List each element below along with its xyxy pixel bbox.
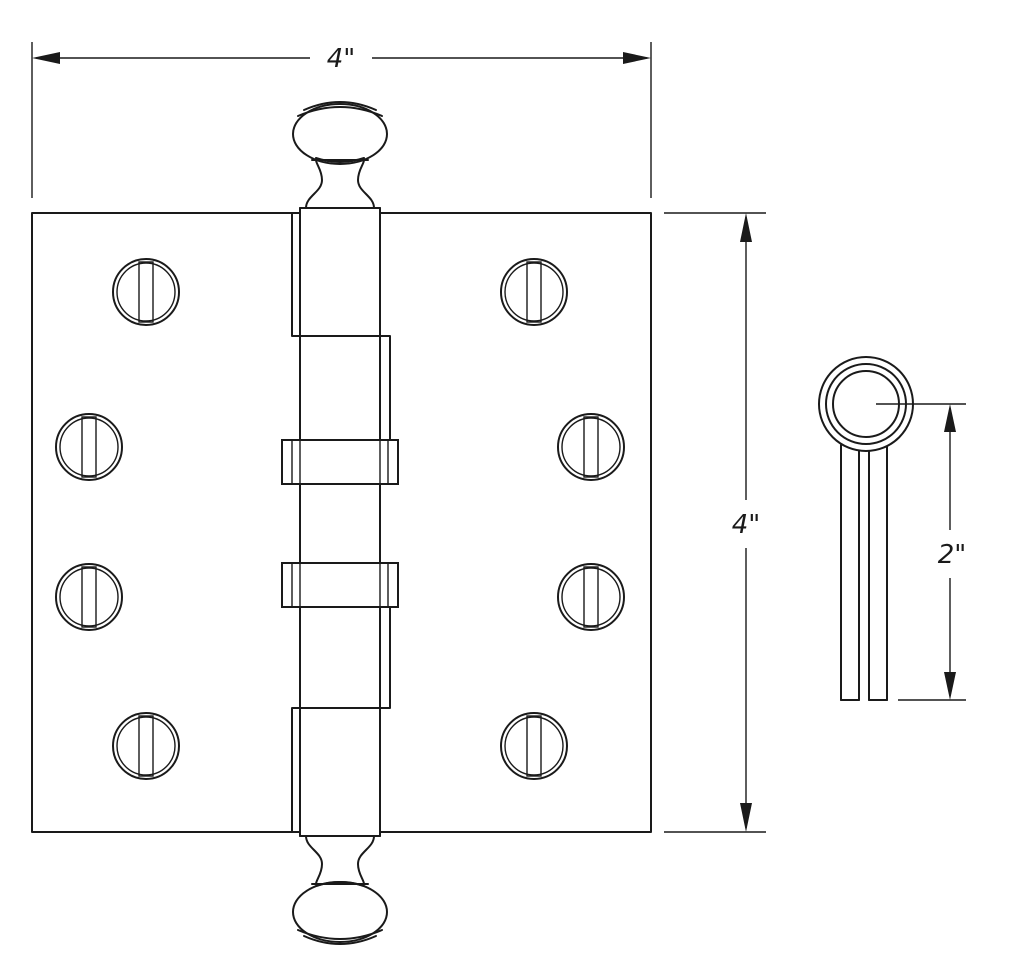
profile-dimension-label: 2"	[938, 540, 967, 570]
width-dimension: 4"	[31, 42, 652, 198]
bearing-collar-upper	[281, 439, 399, 485]
screw-right-3	[557, 563, 625, 631]
screw-left-2	[55, 413, 123, 481]
height-dimension: 4"	[664, 212, 766, 833]
bottom-finial	[292, 835, 388, 945]
hinge-barrel	[299, 207, 381, 837]
top-finial	[292, 101, 388, 209]
height-dimension-label: 4"	[732, 510, 761, 540]
screw-right-2	[557, 413, 625, 481]
screw-right-4	[500, 712, 568, 780]
bearing-collar-lower	[281, 562, 399, 608]
screw-right-1	[500, 258, 568, 326]
width-dimension-label: 4"	[327, 44, 356, 74]
screw-left-4	[112, 712, 180, 780]
hinge-leaves	[31, 212, 652, 833]
side-profile-view	[818, 356, 914, 701]
screw-left-3	[55, 563, 123, 631]
screw-left-1	[112, 258, 180, 326]
profile-dimension: 2"	[876, 403, 967, 701]
